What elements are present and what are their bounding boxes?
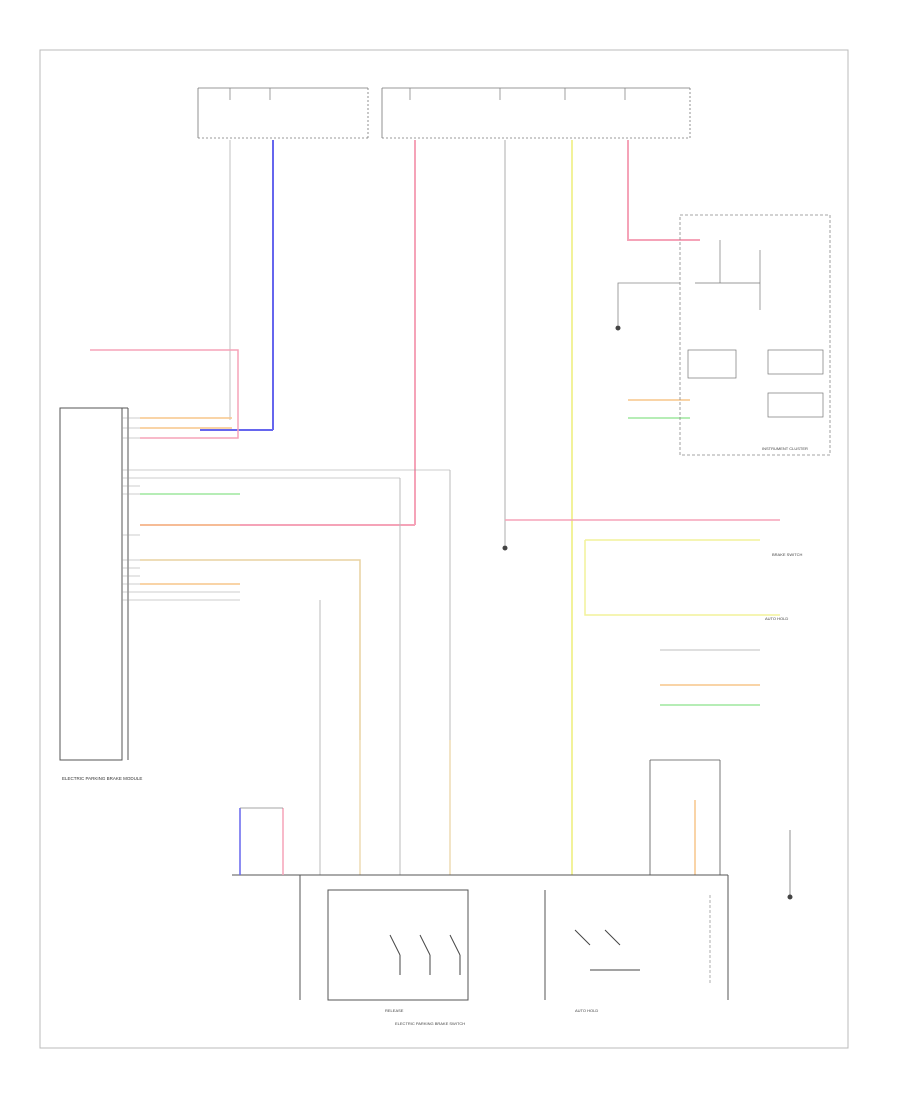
label-brake-switch: BRAKE SWITCH <box>772 552 803 557</box>
label-cluster: INSTRUMENT CLUSTER <box>762 446 808 451</box>
parking-brake-module <box>59 407 129 761</box>
wire-pink-left-bus <box>90 349 239 439</box>
wire-tan <box>140 559 361 740</box>
label-switch-right: AUTO HOLD <box>575 1008 598 1013</box>
label-auto-hold: AUTO HOLD <box>765 616 788 621</box>
fuse-block-right <box>381 87 691 139</box>
footer-label: ELECTRIC PARKING BRAKE SWITCH <box>395 1021 465 1026</box>
ground-icon <box>502 325 793 900</box>
wire-gray-ic <box>617 282 680 325</box>
diagram-border <box>39 49 849 1049</box>
cluster-internal <box>687 240 824 418</box>
wires-to-switch <box>319 470 451 875</box>
epb-switch <box>299 875 546 1001</box>
instrument-cluster-box <box>679 214 831 456</box>
label-switch-left: RELEASE <box>385 1008 404 1013</box>
label-module: ELECTRIC PARKING BRAKE MODULE <box>62 776 142 781</box>
wire-pink-right <box>627 140 700 241</box>
module-pins <box>122 417 450 601</box>
switch-contacts <box>389 929 640 975</box>
fuse-block-left <box>197 87 369 139</box>
trailer-module <box>649 759 721 875</box>
wire-yellow-brake <box>584 540 780 616</box>
